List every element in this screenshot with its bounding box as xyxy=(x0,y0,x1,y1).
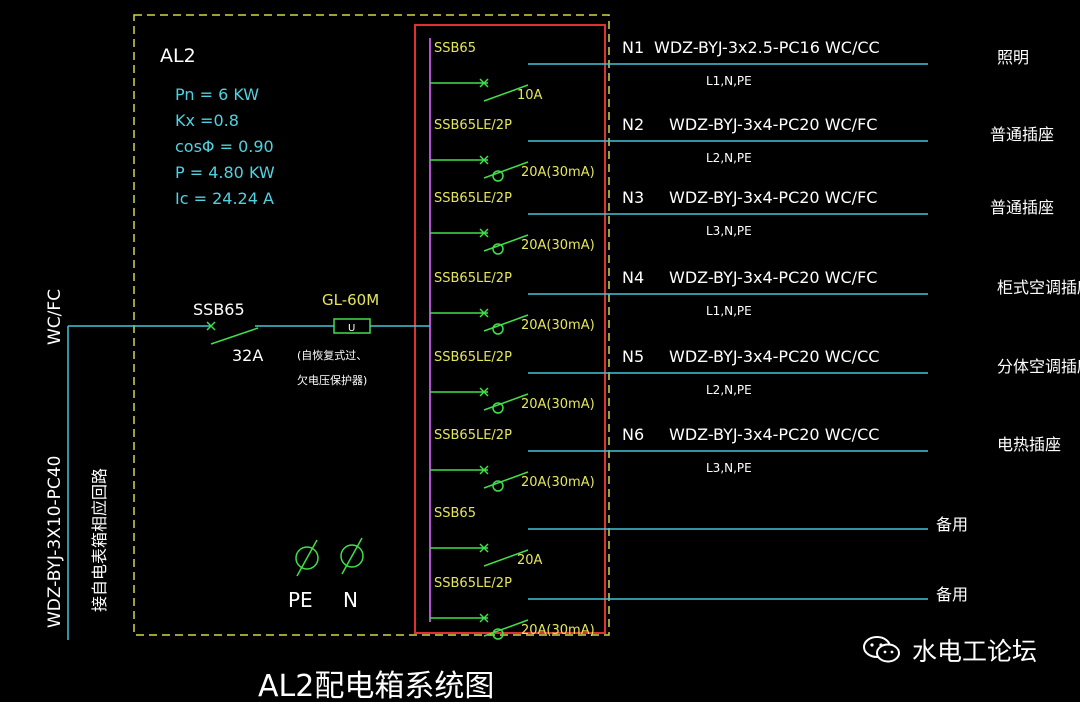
main-breaker-blade xyxy=(210,327,259,345)
watermark-text: 水电工论坛 xyxy=(912,637,1038,666)
circuit-3-marker-b xyxy=(479,228,489,238)
circuit-4-id: N4 xyxy=(622,268,644,287)
circuit-8-rating: 20A(30mA) xyxy=(521,623,595,638)
param-pn: Pn = 6 KW xyxy=(175,85,259,104)
circuit-1-cable: WDZ-BYJ-3x2.5-PC16 WC/CC xyxy=(654,38,880,57)
circuit-8-rcd-icon xyxy=(492,628,504,640)
circuit-6-rating: 20A(30mA) xyxy=(521,475,595,490)
circuit-1-breaker-label: SSB65 xyxy=(434,41,476,56)
incoming-source-note: 接自电表箱相应回路 xyxy=(90,468,109,612)
circuit-5-breaker-blade xyxy=(483,393,529,411)
circuit-6-cable: WDZ-BYJ-3x4-PC20 WC/CC xyxy=(669,425,879,444)
breaker-group-box xyxy=(414,24,606,634)
incoming-cable-bottom: WDZ-BYJ-3X10-PC40 xyxy=(45,456,65,628)
incoming-cable-top: WC/FC xyxy=(45,289,65,345)
circuit-7-breaker-label: SSB65 xyxy=(434,506,476,521)
circuit-5-load: 分体空调插座 xyxy=(997,357,1080,376)
circuit-2-phase: L2,N,PE xyxy=(706,151,752,165)
circuit-4-phase: L1,N,PE xyxy=(706,304,752,318)
circuit-5-rcd-icon xyxy=(492,402,504,414)
circuit-1-load: 照明 xyxy=(997,48,1029,67)
circuit-4-cable: WDZ-BYJ-3x4-PC20 WC/FC xyxy=(669,268,877,287)
circuit-3-load: 普通插座 xyxy=(990,198,1054,217)
protector-note-1: (自恢复式过、 xyxy=(297,348,367,362)
circuit-3-breaker-blade xyxy=(483,234,529,252)
circuit-2-marker-b xyxy=(479,155,489,165)
param-ic: Ic = 24.24 A xyxy=(175,189,274,208)
circuit-8-load: 备用 xyxy=(936,585,968,604)
circuit-2-rcd-icon xyxy=(492,170,504,182)
main-breaker-rating: 32A xyxy=(232,346,263,365)
circuit-8-breaker-blade xyxy=(483,619,529,637)
n-terminal-slash xyxy=(341,537,363,575)
circuit-4-rcd-icon xyxy=(492,323,504,335)
circuit-3-rcd-icon xyxy=(492,243,504,255)
main-breaker-marker-b xyxy=(206,321,216,331)
circuit-6-breaker-blade xyxy=(483,471,529,489)
circuit-5-rating: 20A(30mA) xyxy=(521,397,595,412)
circuit-2-cable: WDZ-BYJ-3x4-PC20 WC/FC xyxy=(669,115,877,134)
circuit-3-cable: WDZ-BYJ-3x4-PC20 WC/FC xyxy=(669,188,877,207)
n-terminal-icon xyxy=(340,544,364,568)
circuit-7-load: 备用 xyxy=(936,515,968,534)
param-p: P = 4.80 KW xyxy=(175,163,275,182)
circuit-6-id: N6 xyxy=(622,425,644,444)
circuit-3-id: N3 xyxy=(622,188,644,207)
circuit-5-breaker-label: SSB65LE/2P xyxy=(434,350,512,365)
circuit-1-id: N1 xyxy=(622,38,644,57)
n-terminal-label: N xyxy=(343,588,358,612)
circuit-3-phase: L3,N,PE xyxy=(706,224,752,238)
pe-terminal-icon xyxy=(295,546,319,570)
circuit-6-load: 电热插座 xyxy=(997,435,1061,454)
outgoing-circuits: SSB65 10A N1 WDZ-BYJ-3x2.5-PC16 WC/CC L1,N,P… xyxy=(430,38,1080,640)
circuit-4-load: 柜式空调插座 xyxy=(997,278,1080,297)
circuit-4-rating: 20A(30mA) xyxy=(521,318,595,333)
param-kx: Kx =0.8 xyxy=(175,111,239,130)
circuit-2-load: 普通插座 xyxy=(990,125,1054,144)
circuit-2-breaker-label: SSB65LE/2P xyxy=(434,118,512,133)
param-cos: cosΦ = 0.90 xyxy=(175,137,274,156)
circuit-5-cable: WDZ-BYJ-3x4-PC20 WC/CC xyxy=(669,347,879,366)
circuit-8-breaker-label: SSB65LE/2P xyxy=(434,576,512,591)
pe-terminal-label: PE xyxy=(288,588,313,612)
circuit-2-breaker-blade xyxy=(483,161,529,179)
main-breaker-label: SSB65 xyxy=(193,300,245,319)
diagram-caption: AL2配电箱系统图 xyxy=(258,669,494,702)
circuit-7-rating: 20A xyxy=(517,553,543,568)
wechat-icon xyxy=(863,636,900,663)
circuit-3-breaker-label: SSB65LE/2P xyxy=(434,191,512,206)
circuit-1-marker-b xyxy=(479,78,489,88)
watermark: 水电工论坛 xyxy=(862,632,1037,668)
circuit-3-rating: 20A(30mA) xyxy=(521,238,595,253)
circuit-2-rating: 20A(30mA) xyxy=(521,165,595,180)
circuit-7-marker-b xyxy=(479,543,489,553)
circuit-1-breaker-blade xyxy=(483,84,529,102)
circuit-4-breaker-label: SSB65LE/2P xyxy=(434,271,512,286)
pe-terminal-slash xyxy=(296,539,318,577)
protector-label: GL-60M xyxy=(322,291,379,309)
circuit-6-marker-b xyxy=(479,465,489,475)
protector-note-2: 欠电压保护器) xyxy=(297,373,367,387)
circuit-6-rcd-icon xyxy=(492,480,504,492)
circuit-1-phase: L1,N,PE xyxy=(706,74,752,88)
circuit-5-id: N5 xyxy=(622,347,644,366)
circuit-4-breaker-blade xyxy=(483,314,529,332)
circuit-6-phase: L3,N,PE xyxy=(706,461,752,475)
circuit-6-breaker-label: SSB65LE/2P xyxy=(434,428,512,443)
circuit-4-marker-b xyxy=(479,308,489,318)
circuit-8-marker-b xyxy=(479,613,489,623)
circuit-2-id: N2 xyxy=(622,115,644,134)
circuit-7-breaker-blade xyxy=(483,549,529,567)
enclosure-box xyxy=(133,14,610,636)
circuit-5-phase: L2,N,PE xyxy=(706,383,752,397)
panel-name: AL2 xyxy=(160,45,196,67)
panel-params: Pn = 6 KW Kx =0.8 cosΦ = 0.90 P = 4.80 K… xyxy=(175,85,275,208)
circuit-5-marker-b xyxy=(479,387,489,397)
protector-symbol: U xyxy=(348,323,355,334)
circuit-1-rating: 10A xyxy=(517,88,543,103)
